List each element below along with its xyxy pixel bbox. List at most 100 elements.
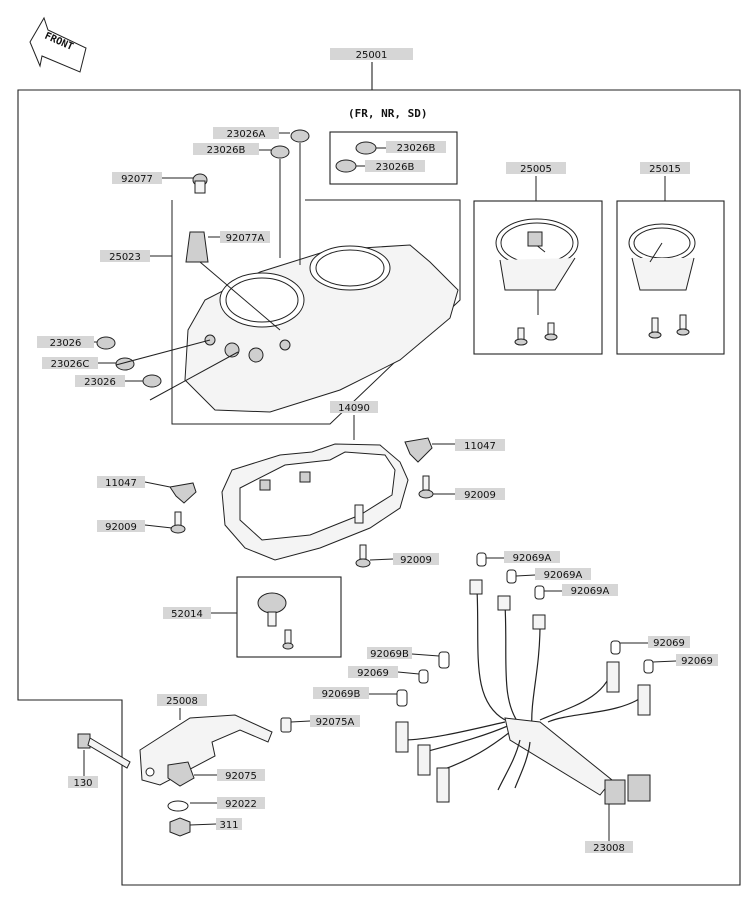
- part-number-text: 25023: [109, 252, 141, 263]
- part-label-l-92069b-2: 92069B: [313, 687, 369, 700]
- part-label-l-23026a: 23026A: [213, 127, 279, 140]
- sensor-box: [236, 576, 342, 658]
- part-label-box: [535, 568, 591, 580]
- part-label-box: [455, 439, 505, 451]
- part-label-box: [562, 584, 618, 596]
- part-number-text: 25015: [649, 164, 681, 175]
- part-label-l-23026-1: 23026: [37, 336, 94, 349]
- part-number-text: 92069A: [571, 586, 610, 597]
- part-label-box: [506, 162, 566, 174]
- part-number-labels: 25001 23026A 23026B 23026B 23026B 92077 25005 2…: [37, 48, 718, 854]
- part-label-l-92077: 92077: [112, 172, 162, 185]
- part-number-text: 11047: [464, 441, 496, 452]
- bolt-icon: [77, 733, 131, 769]
- part-label-l-92009-l: 92009: [97, 520, 145, 533]
- part-number-text: 130: [73, 778, 92, 789]
- part-number-text: 92075: [225, 771, 257, 782]
- part-label-box: [97, 520, 145, 532]
- tachometer-box: [473, 200, 603, 355]
- part-number-text: 23026B: [397, 143, 436, 154]
- part-number-text: 92069A: [544, 570, 583, 581]
- bulb-icon: [396, 552, 654, 707]
- part-label-box: [217, 797, 265, 809]
- part-number-text: 14090: [338, 403, 370, 414]
- part-label-box: [42, 357, 98, 369]
- speedometer-box: [616, 200, 725, 355]
- part-number-text: 25008: [166, 696, 198, 707]
- part-number-text: 23026A: [227, 129, 266, 140]
- part-label-box: [393, 553, 439, 565]
- part-label-box: [310, 715, 360, 727]
- part-number-text: 23026B: [376, 162, 415, 173]
- speedometer-gauge-icon: [628, 223, 696, 339]
- bracket-clip-icon: [169, 437, 433, 504]
- part-number-text: 92069B: [370, 649, 409, 660]
- part-label-box: [367, 647, 412, 659]
- part-label-l-25001: 25001: [330, 48, 413, 61]
- part-label-l-14090: 14090: [330, 401, 378, 414]
- part-label-box: [348, 666, 398, 678]
- part-label-box: [640, 162, 690, 174]
- part-label-l-92069-r2: 92069: [676, 654, 718, 667]
- part-number-text: 23026B: [207, 145, 246, 156]
- part-label-l-11047-r: 11047: [455, 439, 505, 452]
- part-label-l-92077a: 92077A: [220, 231, 270, 244]
- part-label-l-92075: 92075: [217, 769, 265, 782]
- part-label-l-92069a-3: 92069A: [562, 584, 618, 597]
- part-label-l-92022: 92022: [217, 797, 265, 810]
- part-label-box: [37, 336, 94, 348]
- part-number-text: 25001: [356, 50, 388, 61]
- part-label-box: [68, 776, 98, 788]
- part-label-l-25008: 25008: [157, 694, 207, 707]
- main-frame: [17, 62, 741, 886]
- wiring-harness-icon: [395, 579, 651, 805]
- part-label-l-23026b-sd2: 23026B: [365, 160, 425, 173]
- part-label-box: [75, 375, 125, 387]
- part-number-text: 23026: [50, 338, 82, 349]
- part-label-box: [112, 172, 162, 184]
- part-label-box: [386, 141, 446, 153]
- part-label-l-23026-2: 23026: [75, 375, 125, 388]
- part-label-l-25015: 25015: [640, 162, 690, 175]
- part-label-box: [97, 476, 145, 488]
- part-number-text: 92069: [681, 656, 713, 667]
- part-label-l-23026b-sd1: 23026B: [386, 141, 446, 154]
- part-label-l-311: 311: [216, 818, 242, 831]
- rubber-cap-icon: [335, 141, 377, 173]
- front-arrow-icon: FRONT: [29, 16, 87, 73]
- part-label-box: [213, 127, 279, 139]
- part-label-box: [193, 143, 259, 155]
- part-label-box: [330, 401, 378, 413]
- part-label-box: [157, 694, 207, 706]
- part-number-text: 11047: [105, 478, 137, 489]
- part-label-l-92069-m: 92069: [348, 666, 398, 679]
- part-label-l-92069a-1: 92069A: [504, 551, 560, 564]
- part-label-l-92009-r: 92009: [455, 488, 505, 501]
- part-number-text: 92069: [653, 638, 685, 649]
- part-label-box: [455, 488, 505, 500]
- part-number-text: 23026C: [51, 359, 90, 370]
- part-number-text: 92069A: [513, 553, 552, 564]
- part-number-text: 23026: [84, 377, 116, 388]
- part-label-l-23008: 23008: [585, 841, 633, 854]
- part-number-text: 311: [219, 820, 238, 831]
- part-number-text: 92009: [105, 522, 137, 533]
- part-label-box: [676, 654, 718, 666]
- part-number-text: 25005: [520, 164, 552, 175]
- part-number-text: 92075A: [316, 717, 355, 728]
- part-number-text: 92022: [225, 799, 257, 810]
- part-label-box: [365, 160, 425, 172]
- sensor-icon: [257, 592, 294, 650]
- meter-case-icon: [221, 443, 409, 561]
- part-label-l-23026b-top: 23026B: [193, 143, 259, 156]
- part-number-text: 92009: [464, 490, 496, 501]
- part-number-text: 23008: [593, 843, 625, 854]
- part-label-l-130: 130: [68, 776, 98, 789]
- part-label-l-52014: 52014: [163, 607, 211, 620]
- part-label-box: [100, 250, 150, 262]
- part-number-text: 92077: [121, 174, 153, 185]
- part-label-box: [648, 636, 690, 648]
- part-number-text: 92077A: [226, 233, 265, 244]
- meter-cover-icon: [184, 244, 459, 413]
